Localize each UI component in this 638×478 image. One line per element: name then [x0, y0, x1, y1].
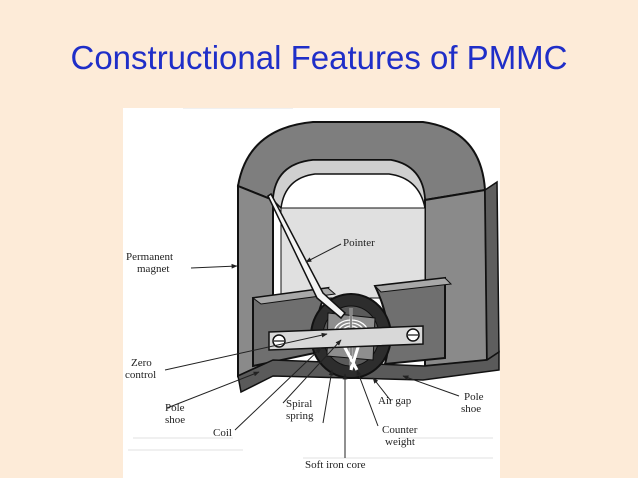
- label-zero-control-line2: control: [125, 369, 156, 381]
- label-coil: Coil: [213, 427, 232, 439]
- label-pole-shoe-right-line2: shoe: [461, 403, 481, 415]
- slide-title: Constructional Features of PMMC: [70, 39, 568, 76]
- label-pointer: Pointer: [343, 237, 375, 249]
- label-pole-shoe-left-line2: shoe: [165, 414, 185, 426]
- label-air-gap: Air gap: [378, 395, 412, 407]
- label-spiral-spring-line2: spring: [286, 410, 314, 422]
- label-permanent-magnet-line2: magnet: [137, 263, 169, 275]
- pointer: [267, 192, 347, 320]
- pmmc-diagram-figure: Pointer Permanent magnet Zero control Po…: [123, 108, 500, 478]
- label-permanent-magnet-line1: Permanent: [126, 251, 173, 263]
- label-pole-shoe-left-line1: Pole: [165, 402, 185, 414]
- label-soft-iron-core: Soft iron core: [305, 459, 366, 471]
- label-zero-control-line1: Zero: [131, 357, 152, 369]
- pmmc-diagram: Pointer Permanent magnet Zero control Po…: [125, 108, 500, 471]
- zero-adjuster-bar: [268, 325, 424, 351]
- label-spiral-spring-line1: Spiral: [286, 398, 312, 410]
- leader-lines: [164, 243, 460, 458]
- label-counter-weight-line2: weight: [385, 436, 415, 448]
- label-counter-weight-line1: Counter: [382, 424, 418, 436]
- label-pole-shoe-right-line1: Pole: [464, 391, 484, 403]
